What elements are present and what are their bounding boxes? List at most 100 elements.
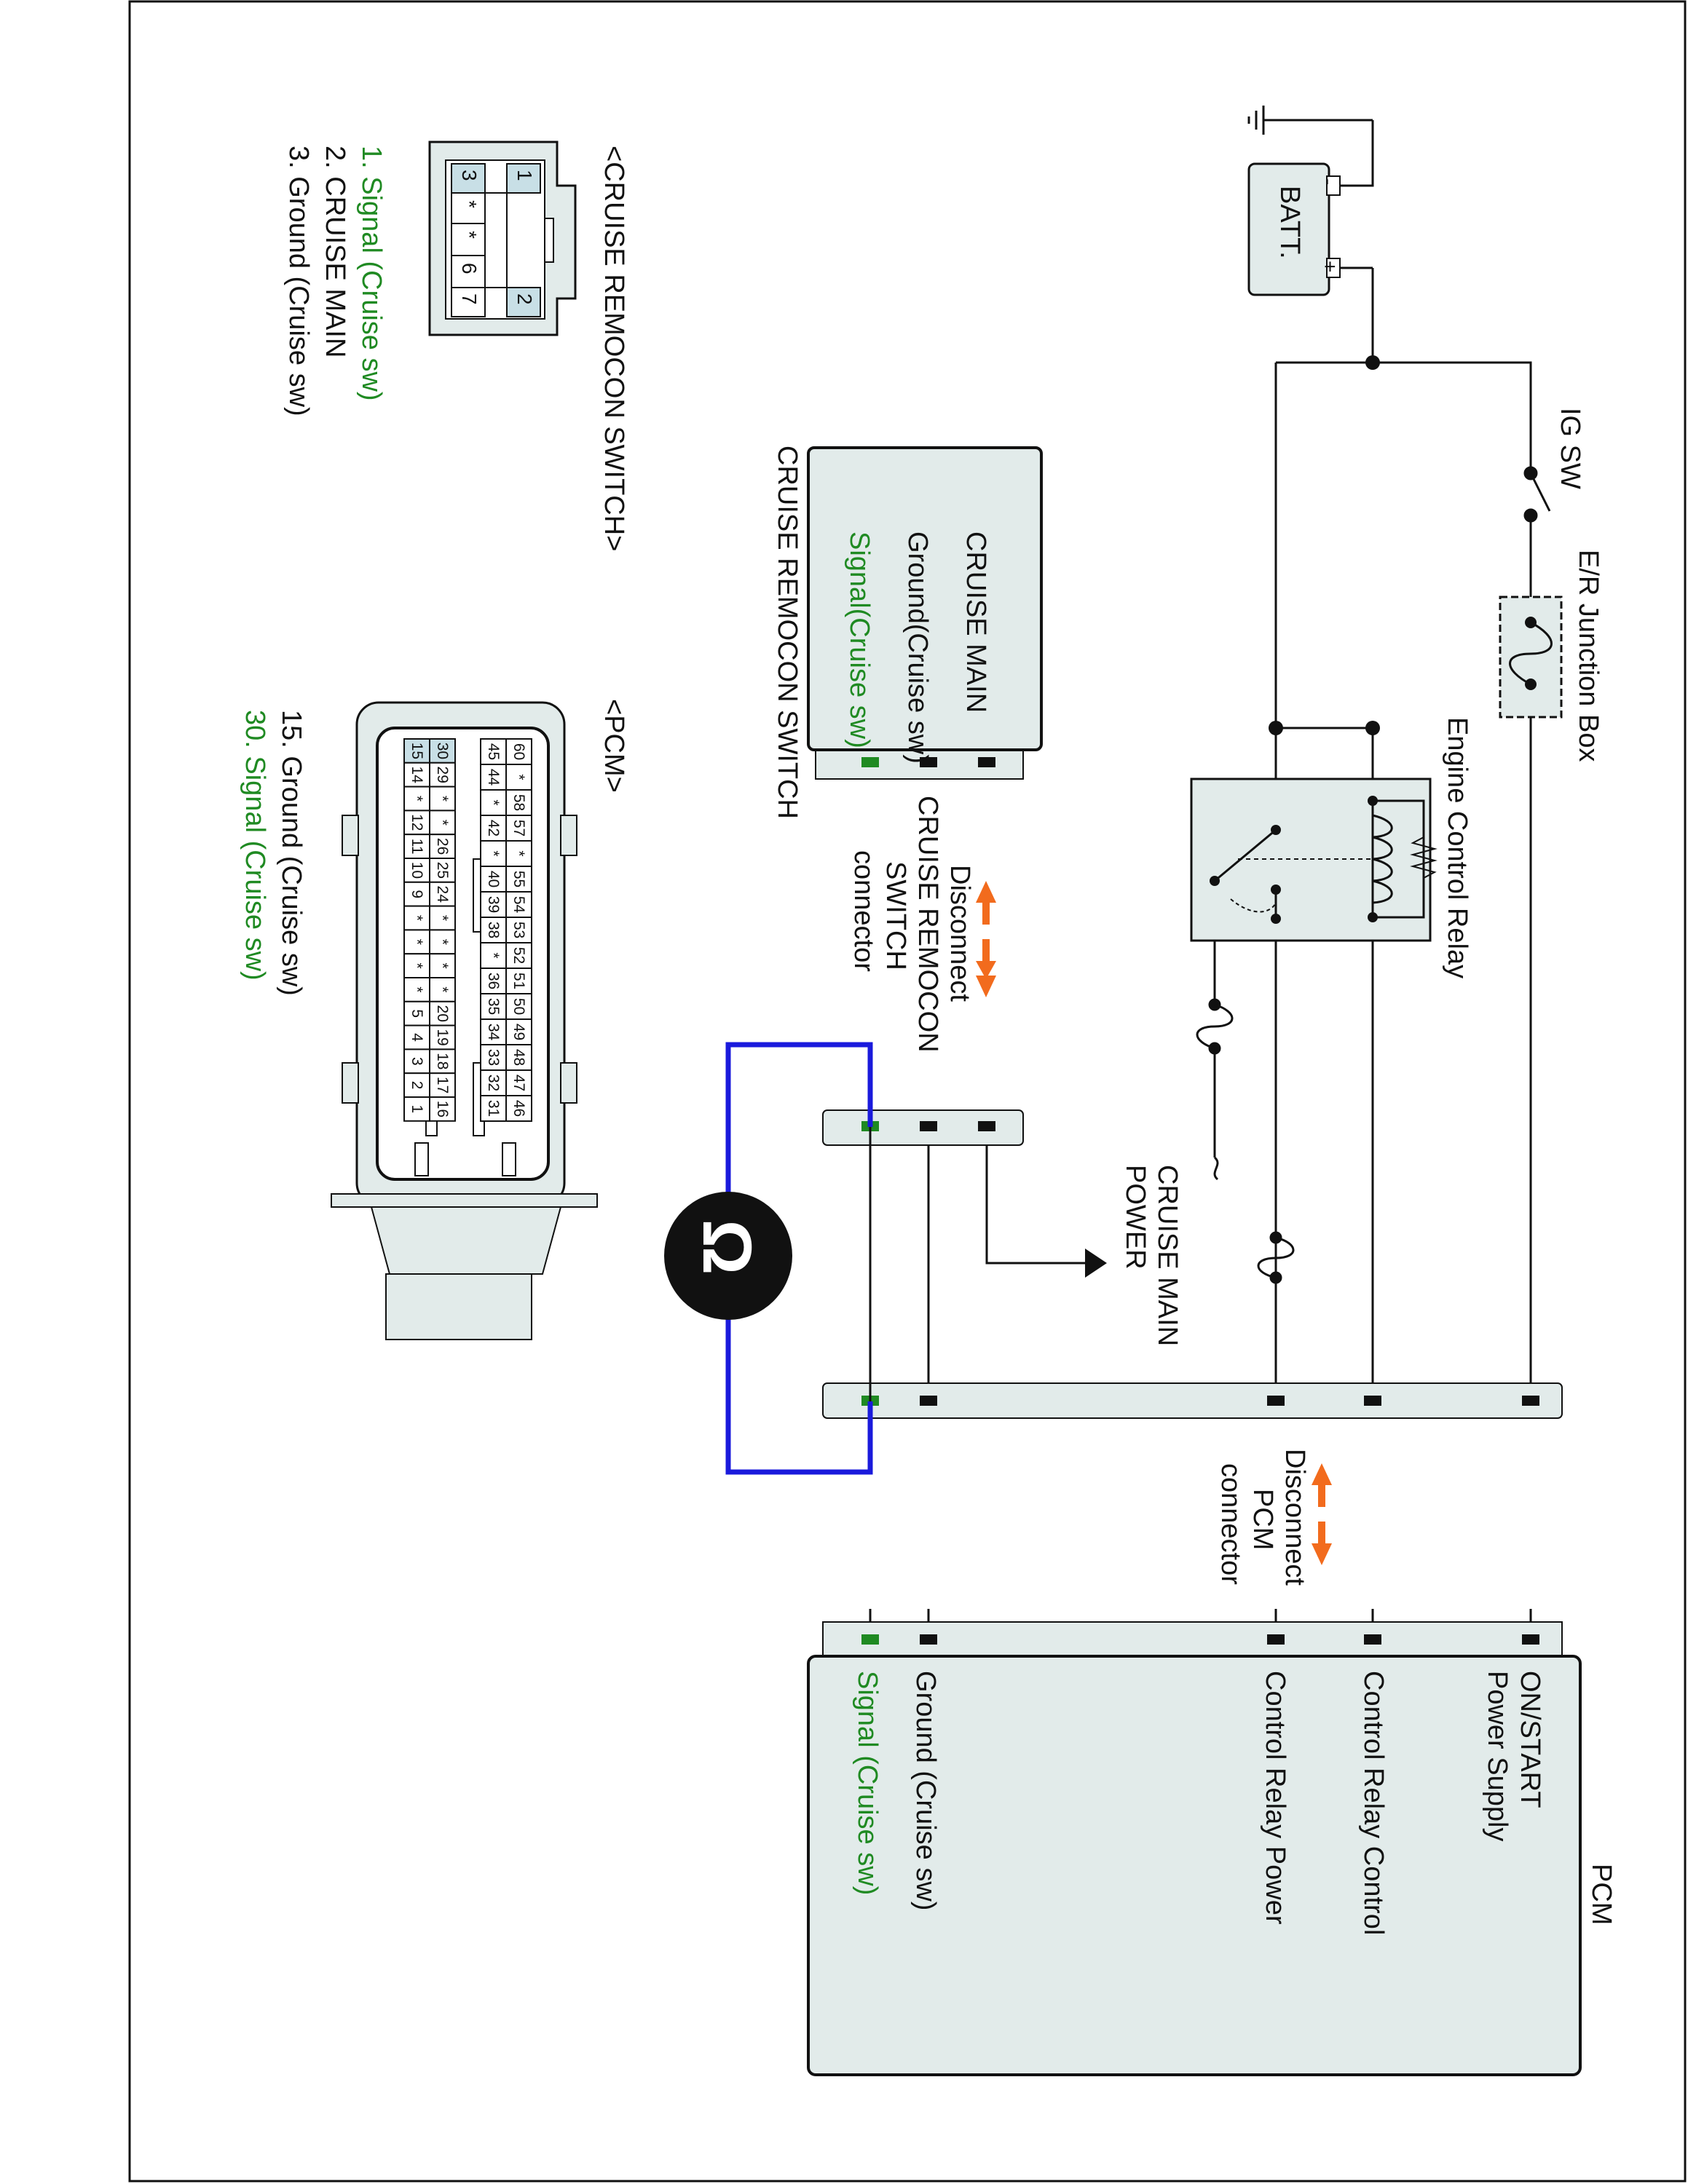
pcm-pin-label: * [485, 799, 502, 805]
switch-pin-5: * [458, 231, 481, 239]
pcm-pin-label: * [409, 796, 425, 802]
pcm-pin-label: * [434, 820, 451, 826]
disconnect-arrows [976, 881, 1332, 1565]
pcm-pin-cell [403, 738, 430, 764]
switch-pin-6: 6 [458, 263, 481, 274]
junction-box-fuse-icon [1499, 596, 1563, 719]
pcm-pin-label: 11 [409, 839, 425, 855]
switch-connector-heading: <CRUISE REMOCON SWITCH> [599, 146, 629, 552]
pcm-pin-cell [480, 789, 507, 816]
battery-plus-label: + [1319, 261, 1341, 273]
pcm-pin-label: * [409, 986, 425, 992]
pcm-pin-label: 16 [434, 1101, 451, 1117]
pcm-pin-label: 19 [434, 1029, 451, 1045]
pcm-pin-label: 3 [409, 1057, 425, 1066]
switch-pin-7: 7 [458, 293, 481, 305]
pcm-pin-label: * [485, 850, 502, 856]
pcm-pin-label: 31 [485, 1100, 502, 1117]
pcm-pin-cell [403, 1072, 430, 1098]
pcm-pin-relay-control: Control Relay Control [1358, 1671, 1389, 1936]
cruise-main-power-arrow [1085, 1249, 1107, 1278]
pcm-pin-cell [480, 764, 507, 791]
pcm-pin-power-supply: Power Supply [1482, 1671, 1513, 1842]
ohmmeter-leads [725, 1042, 873, 1475]
pcm-pin-label: 55 [510, 871, 527, 887]
pcm-pin-cell [480, 1095, 507, 1122]
pcm-pin-label: * [510, 850, 527, 856]
pcm-pin-label: 50 [510, 998, 527, 1015]
ohmmeter-icon [664, 1192, 792, 1320]
pcm-pin-on-start: ON/START [1515, 1671, 1545, 1808]
pcm-pin-cell [505, 1095, 532, 1122]
cruise-remocon-switch-module [807, 446, 1043, 780]
pcm-pin-label: 47 [510, 1075, 527, 1091]
pcm-pin-label: 2 [409, 1081, 425, 1090]
switch-legend-2: 2. CRUISE MAIN [320, 146, 350, 358]
pcm-pin-cell [480, 942, 507, 969]
pcm-pin-cell [480, 738, 507, 765]
pcm-pin-grid: 60*5857*555453525150494847464544*42*4039… [403, 738, 532, 1122]
pcm-pin-label: 26 [434, 838, 451, 855]
page-frame [128, 0, 1687, 2183]
pcm-pin-label: 48 [510, 1049, 527, 1066]
pcm-pin-label: 30 [434, 743, 451, 759]
switch-connector-bar [822, 1109, 1024, 1146]
pcm-pin-label: 1 [409, 1105, 425, 1114]
ig-switch-label: IG SW [1555, 408, 1585, 489]
junction-box-label: E/R Junction Box [1573, 550, 1604, 762]
pcm-pin-label: 51 [510, 973, 527, 989]
pcm-pin-label: 10 [409, 862, 425, 879]
switch-pin-cruise-main: CRUISE MAIN [961, 531, 991, 713]
battery-label: BATT. [1274, 186, 1305, 259]
pcm-pin-cell [403, 1024, 430, 1051]
battery-icon [1247, 162, 1373, 296]
switch-legend-1: 1. Signal (Cruise sw) [356, 146, 387, 401]
cruise-main-power-label: CRUISE MAIN POWER [1120, 1165, 1183, 1347]
pcm-pin-label: * [434, 915, 451, 921]
switch-pin-1: 1 [513, 170, 536, 181]
pcm-pin-label: * [434, 939, 451, 945]
switch-module-pin-labels: CRUISE MAIN Ground(Cruise sw) Signal(Cru… [830, 531, 1005, 764]
pcm-pin-cell [403, 810, 430, 836]
pcm-connector-bar [822, 1382, 1563, 1419]
ohmmeter-symbol: Ω [688, 1219, 765, 1275]
disconnect-switch-label: Disconnect CRUISE REMOCON SWITCH connect… [848, 796, 975, 1053]
pcm-pin-label: 24 [434, 886, 451, 903]
pcm-pin-cell [505, 1044, 532, 1071]
switch-module-title: CRUISE REMOCON SWITCH [772, 446, 802, 819]
pcm-pin-signal: Signal (Cruise sw) [852, 1671, 883, 1896]
switch-pin-2: 2 [513, 293, 536, 305]
pcm-pin-label: * [434, 963, 451, 969]
pcm-pin-label: 14 [409, 767, 425, 784]
junction-dots [1269, 355, 1380, 735]
pcm-pin-label: 15 [409, 743, 425, 759]
pcm-legend-15: 15. Ground (Cruise sw) [276, 710, 307, 996]
pcm-pin-cell [403, 881, 430, 907]
pcm-pin-label: 44 [485, 769, 502, 786]
pcm-pin-label: 42 [485, 820, 502, 836]
engine-control-relay-label: Engine Control Relay [1442, 717, 1472, 979]
pcm-connector-heading: <PCM> [599, 699, 629, 793]
pcm-pin-label: 52 [510, 947, 527, 964]
pcm-pin-label: 33 [485, 1049, 502, 1066]
inline-fuse-icons [1196, 998, 1295, 1284]
pcm-pin-label: 18 [434, 1053, 451, 1069]
pcm-pin-ground: Ground (Cruise sw) [910, 1671, 941, 1911]
pcm-pin-label: * [434, 986, 451, 992]
switch-legend-3: 3. Ground (Cruise sw) [283, 146, 314, 416]
pcm-pin-label: 29 [434, 767, 451, 783]
pcm-pin-label: * [434, 796, 451, 802]
pcm-pin-cell [429, 1000, 456, 1026]
pcm-pin-label: 20 [434, 1005, 451, 1022]
switch-connector-face [428, 141, 577, 336]
pcm-connector-legend: 15. Ground (Cruise sw) 30. Signal (Cruis… [237, 710, 309, 996]
pcm-pin-label: 45 [485, 743, 502, 760]
pcm-pin-label: 35 [485, 998, 502, 1015]
pcm-pin-label: * [409, 963, 425, 969]
pcm-pin-label: 57 [510, 820, 527, 836]
pcm-pin-label: 38 [485, 922, 502, 938]
disconnect-pcm-label: Disconnect PCM connector [1215, 1449, 1310, 1586]
pcm-pin-label: 5 [409, 1009, 425, 1018]
pcm-pin-label: 34 [485, 1024, 502, 1041]
